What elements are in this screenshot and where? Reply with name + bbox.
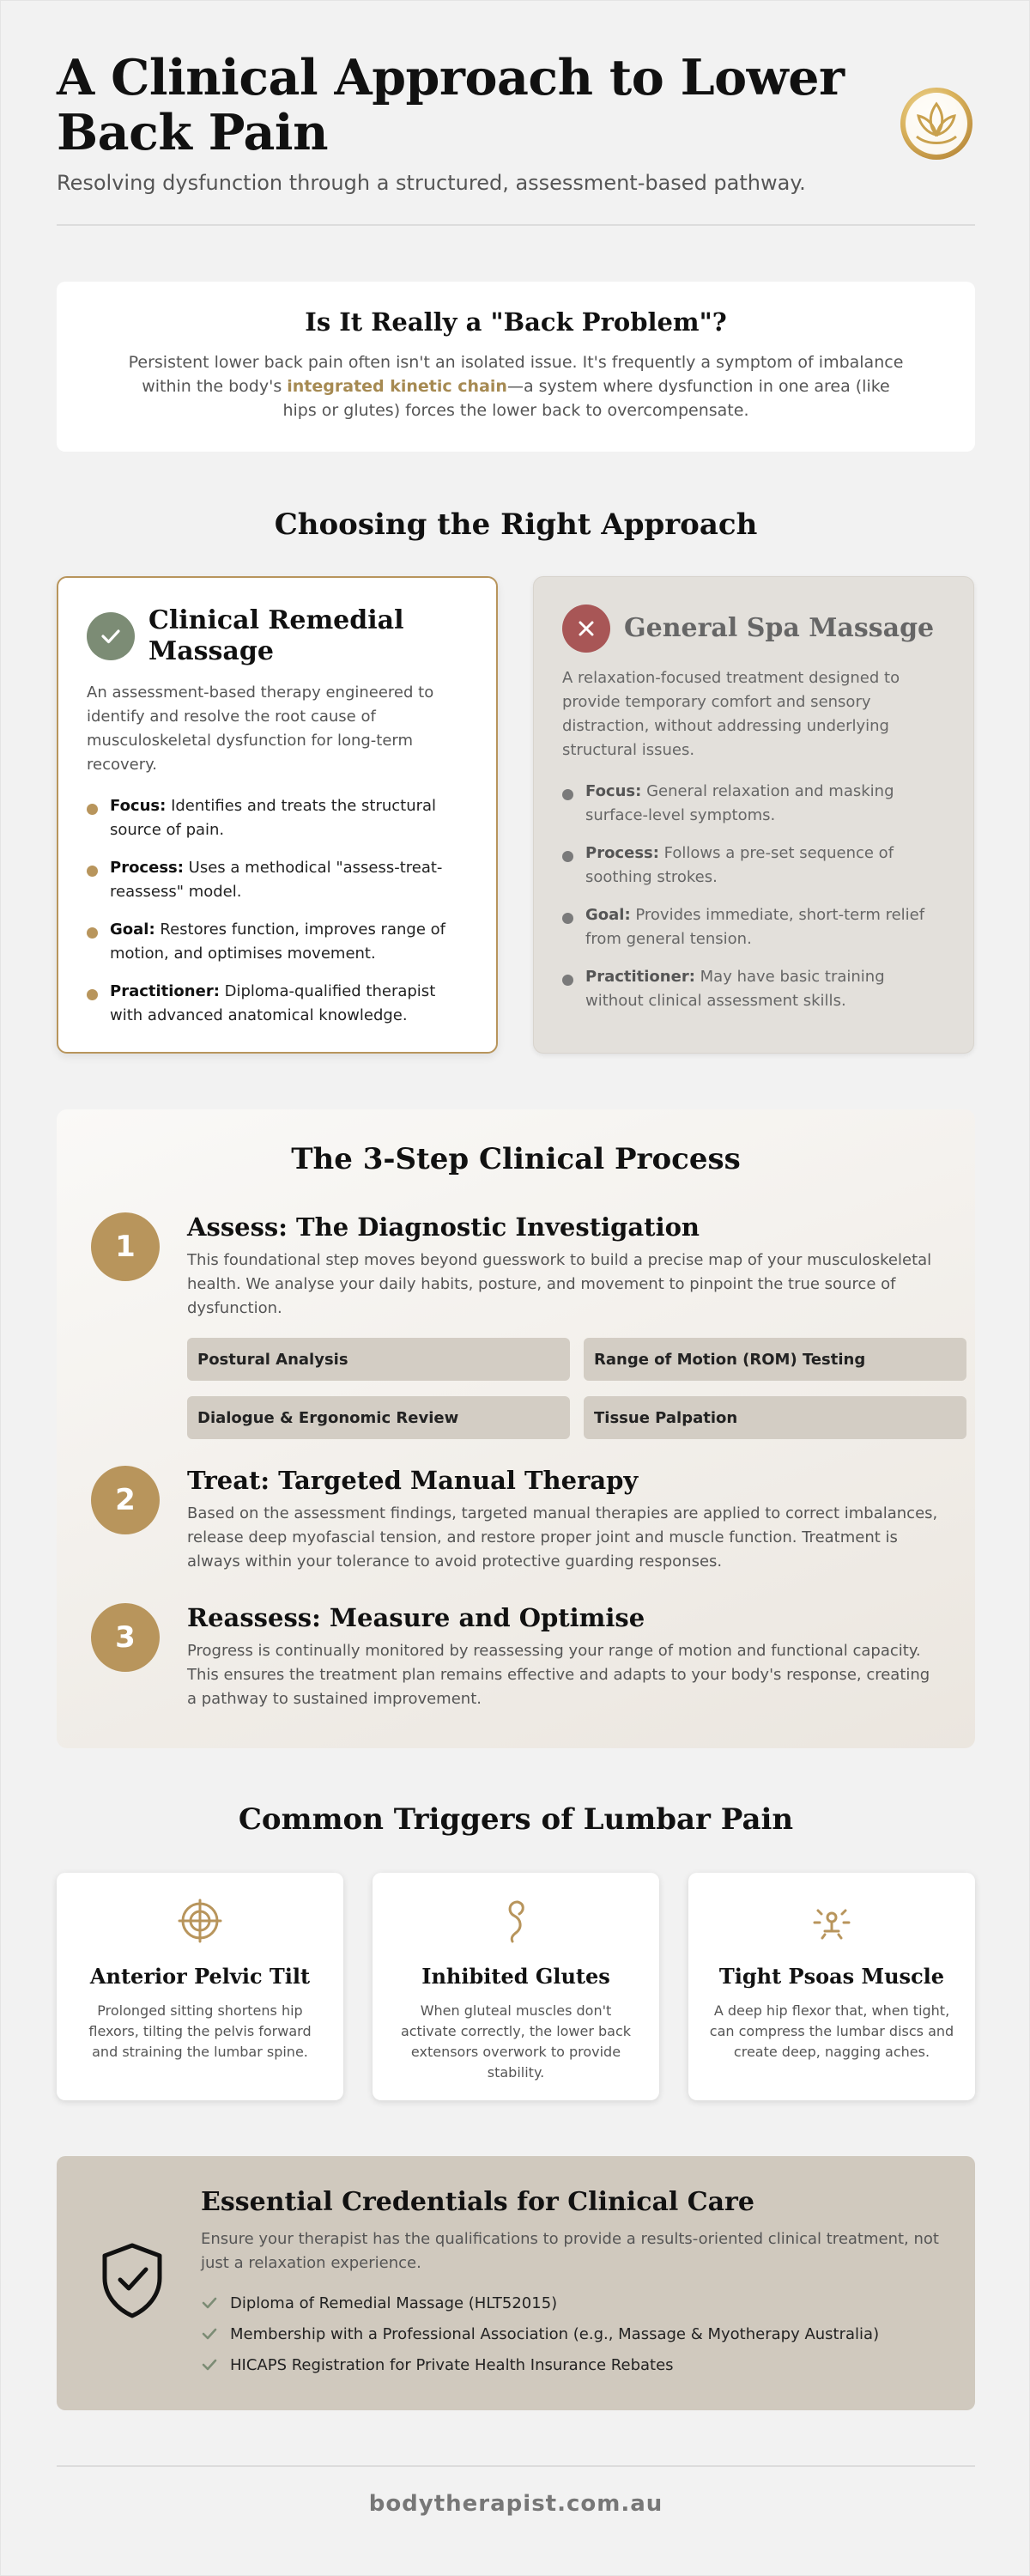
intro-card: Is It Really a "Back Problem"? Persisten… (57, 282, 975, 452)
intro-heading: Is It Really a "Back Problem"? (305, 307, 727, 337)
credential-label: Diploma of Remedial Massage (HLT52015) (230, 2293, 558, 2312)
list-item: Goal: Provides immediate, short-term rel… (562, 903, 945, 951)
clinical-title: Clinical Remedial Massage (148, 605, 404, 666)
process-step-2: 2 Treat: Targeted Manual Therapy Based o… (91, 1466, 941, 1574)
trigger-title: Inhibited Glutes (421, 1964, 610, 1989)
check-icon (202, 2328, 217, 2340)
trigger-text: Prolonged sitting shortens hip flexors, … (88, 2002, 312, 2060)
header-divider (57, 224, 975, 226)
clinical-description: An assessment-based therapy engineered t… (87, 683, 434, 774)
list-item: Diploma of Remedial Massage (HLT52015) (201, 2287, 948, 2318)
intro-text: Persistent lower back pain often isn't a… (125, 350, 906, 422)
comparison-heading: Choosing the Right Approach (274, 507, 758, 542)
header: A Clinical Approach to Lower Back Pain R… (57, 51, 975, 195)
page-title: A Clinical Approach to Lower Back Pain (57, 49, 845, 161)
credentials-list: Diploma of Remedial Massage (HLT52015) M… (201, 2287, 948, 2380)
check-icon (87, 612, 135, 660)
psoas-stretch-icon (813, 1909, 851, 1940)
credential-label: Membership with a Professional Associati… (230, 2324, 880, 2343)
credentials-text: Ensure your therapist has the qualificat… (201, 2230, 939, 2272)
intro-highlight: integrated kinetic chain (287, 377, 507, 396)
credential-label: HICAPS Registration for Private Health I… (230, 2355, 674, 2374)
assessment-tag: Tissue Palpation (584, 1396, 966, 1439)
clinical-list: Focus: Identifies and treats the structu… (87, 794, 468, 1028)
trigger-title: Anterior Pelvic Tilt (89, 1964, 311, 1989)
list-item: Process: Uses a methodical "assess-treat… (87, 856, 468, 904)
step-title: Assess: The Diagnostic Investigation (187, 1212, 700, 1242)
assessment-tag: Range of Motion (ROM) Testing (584, 1338, 966, 1381)
credentials-heading: Essential Credentials for Clinical Care (201, 2187, 754, 2217)
list-item: Practitioner: May have basic training wi… (562, 965, 945, 1013)
trigger-text: A deep hip flexor that, when tight, can … (709, 2002, 954, 2060)
process-section: The 3-Step Clinical Process 1 Assess: Th… (57, 1109, 975, 1748)
step-title: Reassess: Measure and Optimise (187, 1603, 645, 1632)
list-item: Focus: General relaxation and masking su… (562, 780, 945, 828)
spa-list: Focus: General relaxation and masking su… (562, 780, 945, 1013)
check-icon (202, 2359, 217, 2371)
intro-text-end: —a system where dysfunction in one area … (282, 377, 890, 420)
step-text: This foundational step moves beyond gues… (187, 1251, 932, 1317)
step-text: Based on the assessment findings, target… (187, 1504, 938, 1571)
shield-check-icon (102, 2243, 162, 2318)
assessment-tag: Dialogue & Ergonomic Review (187, 1396, 570, 1439)
list-item: HICAPS Registration for Private Health I… (201, 2349, 948, 2380)
trigger-text: When gluteal muscles don't activate corr… (400, 2002, 632, 2081)
trigger-card: Inhibited Glutes When gluteal muscles do… (373, 1873, 659, 2100)
page-subtitle: Resolving dysfunction through a structur… (57, 171, 806, 195)
clinical-card: Clinical Remedial Massage An assessment-… (57, 576, 498, 1054)
triggers-heading: Common Triggers of Lumbar Pain (238, 1802, 794, 1837)
spa-card: General Spa Massage A relaxation-focused… (533, 576, 974, 1054)
step-title: Treat: Targeted Manual Therapy (187, 1466, 639, 1495)
check-icon (202, 2297, 217, 2309)
list-item: Process: Follows a pre-set sequence of s… (562, 841, 945, 890)
glute-muscle-icon (508, 1900, 524, 1943)
spa-title: General Spa Massage (624, 613, 935, 643)
list-item: Practitioner: Diploma-qualified therapis… (87, 980, 468, 1028)
trigger-title: Tight Psoas Muscle (718, 1964, 945, 1989)
step-number: 2 (91, 1466, 160, 1534)
assessment-tags: Postural Analysis Range of Motion (ROM) … (187, 1338, 966, 1439)
pelvis-target-icon (178, 1899, 222, 1943)
step-text: Progress is continually monitored by rea… (187, 1642, 930, 1708)
list-item: Membership with a Professional Associati… (201, 2318, 948, 2349)
step-number: 1 (91, 1212, 160, 1281)
spa-description: A relaxation-focused treatment designed … (562, 669, 900, 759)
list-item: Goal: Restores function, improves range … (87, 918, 468, 966)
intro-text-start: Persistent lower back pain often isn't a… (128, 353, 904, 396)
cross-icon (562, 605, 610, 653)
process-step-1: 1 Assess: The Diagnostic Investigation T… (91, 1212, 966, 1439)
process-heading: The 3-Step Clinical Process (291, 1142, 741, 1176)
footer-divider (57, 2465, 975, 2467)
lotus-logo-icon (900, 88, 972, 160)
assessment-tag: Postural Analysis (187, 1338, 570, 1381)
footer-domain: bodytherapist.com.au (368, 2491, 663, 2517)
credentials-section: Essential Credentials for Clinical Care … (57, 2156, 975, 2410)
list-item: Focus: Identifies and treats the structu… (87, 794, 468, 842)
step-number: 3 (91, 1603, 160, 1672)
process-step-3: 3 Reassess: Measure and Optimise Progres… (91, 1603, 941, 1711)
trigger-card: Anterior Pelvic Tilt Prolonged sitting s… (57, 1873, 343, 2100)
trigger-card: Tight Psoas Muscle A deep hip flexor tha… (688, 1873, 975, 2100)
